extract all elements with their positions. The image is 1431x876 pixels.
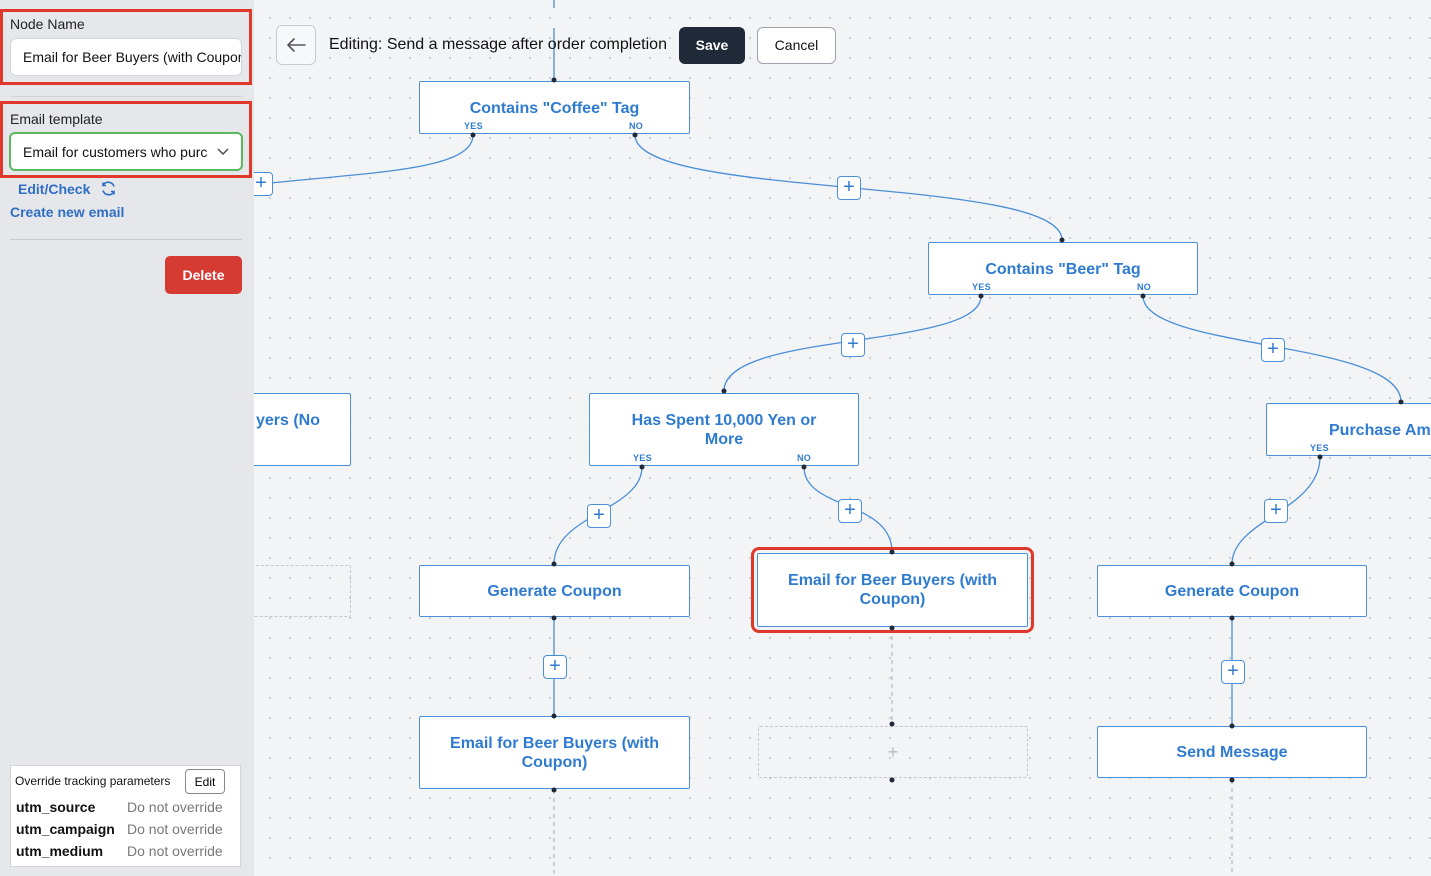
highlight-node-name (0, 9, 252, 85)
yes-label: YES (464, 121, 483, 131)
connector-dot (632, 132, 638, 138)
connector-dot (978, 293, 984, 299)
add-step-button[interactable]: + (838, 499, 862, 523)
connector-dot (551, 615, 557, 621)
no-label: NO (797, 453, 812, 463)
add-step-button[interactable]: + (1221, 660, 1245, 684)
yes-label: YES (972, 282, 991, 292)
node-label: Purchase Am (1329, 422, 1431, 439)
connector-dot (889, 721, 895, 727)
workflow-node-contains-coffee[interactable]: Contains "Coffee" Tag YES NO (419, 81, 690, 134)
add-step-button[interactable]: + (841, 333, 865, 357)
workflow-node-left-empty[interactable] (254, 565, 351, 617)
edit-check-link[interactable]: Edit/Check (18, 181, 91, 197)
workflow-node-generate-coupon[interactable]: Generate Coupon (419, 565, 690, 617)
workflow-node-purchase-amount[interactable]: Purchase Am YES (1266, 403, 1431, 456)
cancel-button[interactable]: Cancel (756, 26, 836, 64)
workflow-node-email-selected[interactable]: Email for Beer Buyers (with Coupon) (751, 547, 1034, 633)
node-label: Generate Coupon (1164, 582, 1300, 600)
connector-dot (551, 561, 557, 567)
create-new-email-link[interactable]: Create new email (10, 204, 125, 220)
save-button[interactable]: Save (678, 26, 745, 64)
connector-dot (1229, 561, 1235, 567)
workflow-node-generate-coupon[interactable]: Generate Coupon (1097, 565, 1367, 617)
divider (10, 239, 242, 240)
connector-dot (1059, 237, 1065, 243)
add-step-button[interactable]: + (587, 504, 611, 528)
no-label: NO (629, 121, 644, 131)
node-label: Email for Beer Buyers (with Coupon) (450, 734, 659, 771)
workflow-node-email-beer[interactable]: Email for Beer Buyers (with Coupon) (419, 716, 690, 789)
connector-dot (1317, 454, 1323, 460)
connector-dot (721, 388, 727, 394)
connector-dot (1229, 723, 1235, 729)
chevron-down-icon (217, 148, 229, 155)
editor-header: Editing: Send a message after order comp… (276, 24, 836, 66)
arrow-left-icon (287, 38, 306, 52)
tracking-value: Do not override (127, 843, 223, 859)
node-label: Send Message (1176, 743, 1288, 761)
workflow-canvas[interactable]: yers (No Contains "Coffee" Tag YES NO Co… (254, 0, 1431, 876)
tracking-key: utm_source (16, 799, 96, 815)
add-step-button[interactable]: + (1261, 338, 1285, 362)
workflow-node-send-message[interactable]: Send Message (1097, 726, 1367, 778)
connector-dot (889, 625, 895, 631)
connector-dot (1140, 293, 1146, 299)
node-label: Contains "Coffee" Tag (469, 100, 640, 117)
connector-dot (551, 787, 557, 793)
back-button[interactable] (276, 25, 316, 65)
node-label: yers (No (255, 412, 320, 429)
connector-dot (889, 777, 895, 783)
yes-label: YES (633, 453, 652, 463)
tracking-value: Do not override (127, 799, 223, 815)
tracking-value: Do not override (127, 821, 223, 837)
node-settings-panel: Node Name Email for Beer Buyers (with Co… (0, 0, 254, 876)
node-label: Contains "Beer" Tag (985, 261, 1141, 278)
tracking-edit-button[interactable]: Edit (185, 769, 225, 794)
refresh-icon[interactable] (100, 180, 117, 197)
delete-button[interactable]: Delete (165, 256, 242, 294)
workflow-node-empty-placeholder[interactable]: + (758, 726, 1028, 778)
tracking-parameters-box: Override tracking parameters Edit utm_so… (10, 765, 241, 867)
workflow-node-contains-beer[interactable]: Contains "Beer" Tag YES NO (928, 242, 1198, 295)
node-name-value: Email for Beer Buyers (with Coupon) (23, 49, 242, 65)
no-label: NO (1137, 282, 1152, 292)
node-name-input[interactable]: Email for Beer Buyers (with Coupon) (10, 38, 242, 76)
connector-dot (1398, 399, 1404, 405)
tracking-key: utm_medium (16, 843, 104, 859)
highlight-email-template (0, 101, 252, 178)
workflow-node-has-spent[interactable]: Has Spent 10,000 Yen or More YES NO (589, 393, 859, 466)
connector-dot (801, 464, 807, 470)
editing-title: Editing: Send a message after order comp… (329, 36, 667, 53)
node-label: Has Spent 10,000 Yen or More (631, 412, 817, 448)
connector-dot (551, 77, 557, 83)
node-name-label: Node Name (10, 16, 85, 32)
add-node-icon: + (887, 741, 899, 762)
email-template-select[interactable]: Email for customers who purchased beer (9, 132, 243, 171)
connector-dot (551, 713, 557, 719)
email-template-value: Email for customers who purchased beer (23, 143, 208, 160)
connector-dot (889, 549, 895, 555)
email-template-label: Email template (10, 111, 103, 127)
connector-dot (639, 464, 645, 470)
yes-label: YES (1310, 443, 1329, 453)
add-step-button[interactable]: + (837, 176, 861, 200)
connector-dot (1229, 615, 1235, 621)
add-step-button[interactable]: + (543, 655, 567, 679)
add-step-button[interactable]: + (1264, 499, 1288, 523)
node-label: Generate Coupon (487, 582, 622, 600)
node-label: Email for Beer Buyers (with Coupon) (788, 572, 997, 608)
connector-dot (1229, 777, 1235, 783)
add-step-button[interactable]: + (254, 172, 273, 196)
workflow-node-left-email[interactable]: yers (No (254, 393, 351, 466)
connector-dot (470, 132, 476, 138)
divider (10, 96, 242, 97)
tracking-key: utm_campaign (16, 821, 115, 837)
tracking-title: Override tracking parameters (15, 774, 171, 788)
